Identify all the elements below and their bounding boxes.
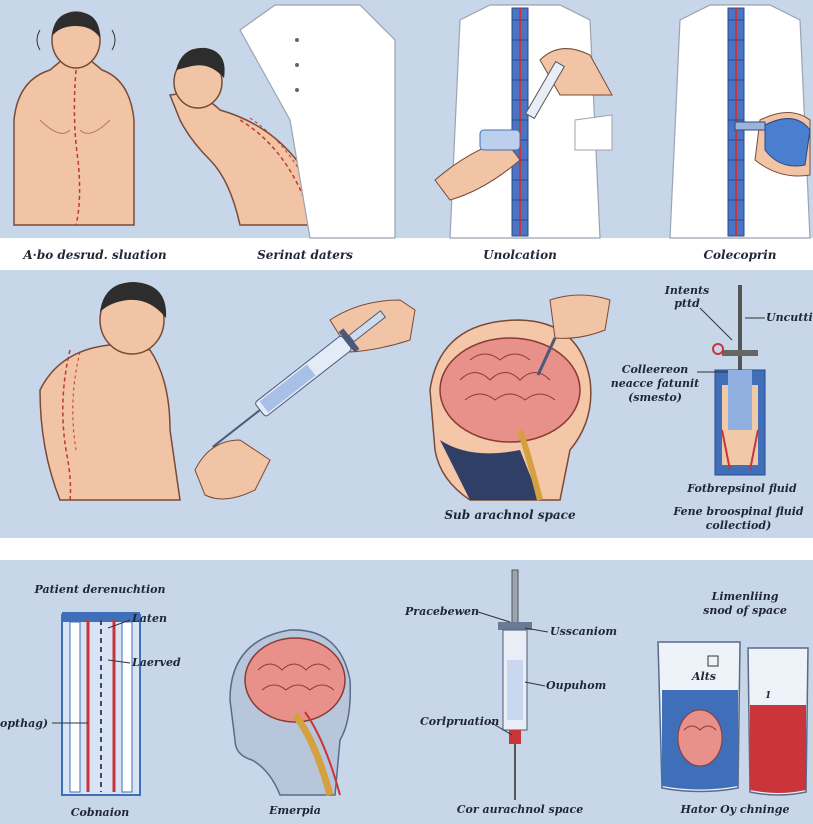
beaker-title-limenliing: Limenliing	[711, 590, 779, 603]
patient-injection-illustration	[39, 282, 181, 501]
spine-collection-illustration	[669, 4, 811, 239]
syringe-diagram	[477, 569, 549, 800]
caption-hator-oy-chninge: Hator Oy chninge	[680, 803, 790, 816]
caption-back-situation: A·bo desrud. sluation	[23, 248, 167, 262]
white-coat-shape	[239, 4, 396, 239]
patient-back-illustration	[13, 11, 135, 226]
caption-sub-arachnol-space: Sub arachnol space	[444, 508, 576, 522]
label-intents: Intents	[664, 284, 710, 297]
beakers-illustration	[657, 641, 809, 796]
spinal-needle-diagram	[697, 285, 766, 476]
caption-fotbrepsinol-fluid: Fotbrepsinol fluid	[687, 482, 797, 495]
caption-fene-broospinal-fluid: Fene broospinal fluid	[673, 505, 804, 518]
label-laten: Laten	[132, 612, 167, 625]
caption-collectiod: collectiod)	[705, 519, 772, 532]
label-corlpruation: Corlpruation	[420, 715, 500, 728]
divider-strip	[0, 538, 813, 560]
label-beaker-one: 1	[765, 691, 772, 701]
label-pracebewen: Pracebewen	[405, 605, 480, 618]
caption-cobnaion: Cobnaion	[70, 806, 130, 819]
label-smesto: (smesto)	[628, 391, 682, 404]
caption-colecoprin: Colecoprin	[703, 248, 777, 262]
label-opthag: opthag)	[0, 717, 49, 730]
label-neacce-fatunit: neacce fatunit	[610, 377, 700, 390]
title-patient-derenuchtion: Patient derenuchtion	[34, 583, 166, 596]
brain-head-illustration	[429, 294, 611, 501]
caption-unolcation: Unolcation	[483, 248, 557, 262]
head-profile-illustration	[229, 629, 352, 796]
caption-emerpia: Emerpia	[269, 804, 321, 817]
spinal-canal-illustration	[52, 612, 141, 796]
spine-needle-illustration	[434, 4, 613, 239]
caption-strip-top	[0, 238, 813, 270]
caption-cor-aurachnol-space: Cor aurachnol space	[456, 803, 584, 816]
label-alts: Alts	[692, 670, 716, 683]
beaker-title-snod-of-space: snod of space	[703, 604, 787, 617]
label-usscaniom: Usscaniom	[550, 625, 617, 638]
label-colleereon: Colleereon	[621, 363, 689, 376]
caption-serinat-daters: Serinat daters	[257, 248, 353, 262]
label-pttd: pttd	[674, 297, 700, 310]
label-oupuhom: Oupuhom	[546, 679, 607, 692]
label-laerved: Laerved	[132, 656, 181, 669]
label-uncutti: Uncutti	[766, 311, 813, 324]
syringe-hands-illustration	[194, 299, 416, 500]
